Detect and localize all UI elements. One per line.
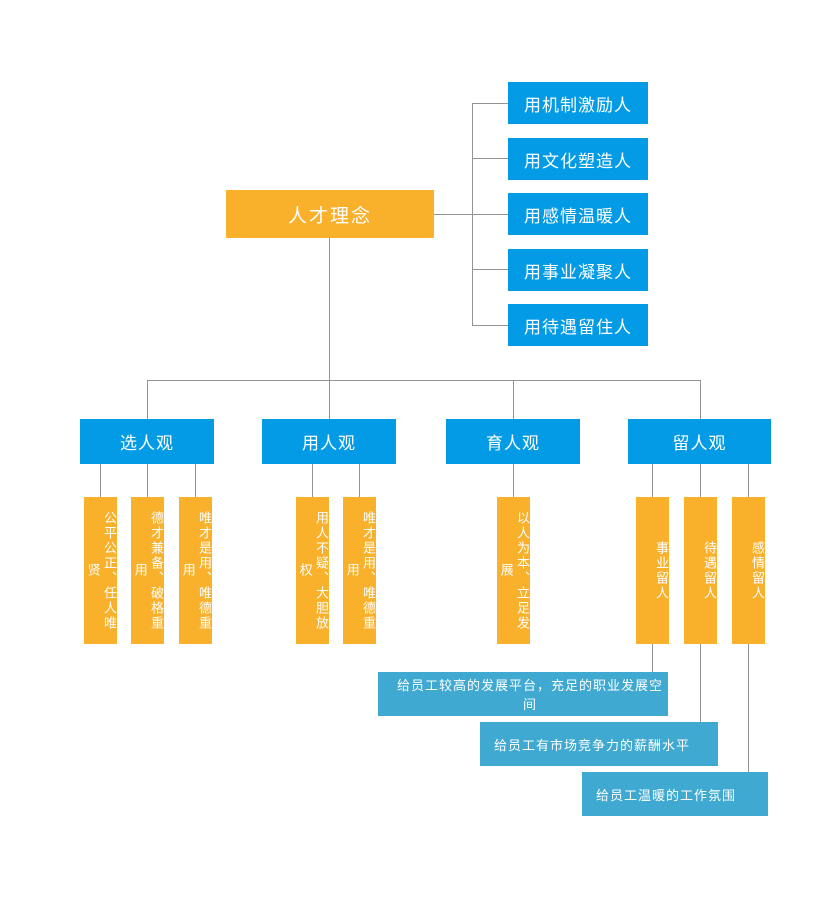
item-node-yuren-1[interactable]: 以人为本、立足发展 [497, 497, 530, 644]
edge-trunk-to-principle-1 [472, 103, 508, 104]
root-node-talent-philosophy[interactable]: 人才理念 [226, 190, 434, 238]
edge-cat1-item1 [100, 464, 101, 497]
principle-node-1[interactable]: 用机制激励人 [508, 82, 648, 124]
principle-node-2[interactable]: 用文化塑造人 [508, 138, 648, 180]
category-node-xuanrenguan[interactable]: 选人观 [80, 419, 214, 464]
item-node-liuren-1[interactable]: 事业留人 [636, 497, 669, 644]
principle-label-3: 用感情温暖人 [524, 206, 632, 226]
item-node-xuanren-1[interactable]: 公平公正、任人唯贤 [84, 497, 117, 644]
item-node-yongren-1[interactable]: 用人不疑、大胆放权 [296, 497, 329, 644]
item-node-yongren-2[interactable]: 唯才是用、唯德重用 [343, 497, 376, 644]
edge-root-down [329, 238, 330, 380]
edge-category-bus [147, 380, 700, 381]
edge-cat4-item1 [652, 464, 653, 497]
edge-trunk-to-principle-2 [472, 158, 508, 159]
edge-cat2-item2 [359, 464, 360, 497]
edge-trunk-to-principle-3 [472, 214, 508, 215]
category-label-1: 选人观 [120, 434, 174, 453]
principle-node-4[interactable]: 用事业凝聚人 [508, 249, 648, 291]
principle-node-5[interactable]: 用待遇留住人 [508, 304, 648, 346]
edge-cat2-item1 [312, 464, 313, 497]
item-node-xuanren-3[interactable]: 唯才是用、唯德重用 [179, 497, 212, 644]
principle-label-4: 用事业凝聚人 [524, 262, 632, 282]
edge-trunk-to-principle-5 [472, 325, 508, 326]
category-label-3: 育人观 [486, 434, 540, 453]
category-node-liurenguan[interactable]: 留人观 [628, 419, 771, 464]
principle-label-2: 用文化塑造人 [524, 151, 632, 171]
principle-label-5: 用待遇留住人 [524, 317, 632, 337]
edge-item-to-callout-3 [748, 644, 749, 772]
category-node-yurenguan[interactable]: 育人观 [446, 419, 580, 464]
edge-bus-to-category-3 [513, 380, 514, 419]
callout-node-3[interactable]: 给员工温暖的工作氛围 [582, 772, 768, 816]
callout-label-3: 给员工温暖的工作氛围 [596, 787, 737, 803]
item-label-liuren-2: 待遇留人 [702, 540, 717, 601]
edge-bus-to-category-4 [700, 380, 701, 419]
edge-cat1-item3 [195, 464, 196, 497]
callout-node-1[interactable]: 给员工较高的发展平台，充足的职业发展空间 [378, 672, 668, 716]
edge-cat3-item1 [513, 464, 514, 497]
callout-label-2: 给员工有市场竞争力的薪酬水平 [494, 737, 691, 753]
item-label-yongren-2: 唯才是用、唯德重用 [344, 510, 376, 631]
edge-item-to-callout-1 [652, 644, 653, 672]
category-node-yongrenguan[interactable]: 用人观 [262, 419, 396, 464]
category-label-2: 用人观 [302, 434, 356, 453]
edge-root-to-trunk [434, 214, 472, 215]
item-node-liuren-3[interactable]: 感情留人 [732, 497, 765, 644]
edge-cat4-item2 [700, 464, 701, 497]
item-label-yuren-1: 以人为本、立足发展 [498, 510, 530, 631]
item-node-liuren-2[interactable]: 待遇留人 [684, 497, 717, 644]
callout-node-2[interactable]: 给员工有市场竞争力的薪酬水平 [480, 722, 718, 766]
item-label-liuren-3: 感情留人 [750, 540, 765, 601]
principle-node-3[interactable]: 用感情温暖人 [508, 193, 648, 235]
category-label-4: 留人观 [672, 434, 727, 453]
edge-trunk-to-principle-4 [472, 269, 508, 270]
edge-item-to-callout-2 [700, 644, 701, 722]
item-label-xuanren-1: 公平公正、任人唯贤 [85, 510, 117, 631]
edge-cat1-item2 [147, 464, 148, 497]
callout-label-1: 给员工较高的发展平台，充足的职业发展空间 [396, 678, 663, 712]
item-label-liuren-1: 事业留人 [654, 540, 669, 601]
item-label-xuanren-3: 唯才是用、唯德重用 [180, 510, 212, 631]
edge-bus-to-category-2 [329, 380, 330, 419]
root-node-label: 人才理念 [287, 205, 372, 227]
edge-bus-to-category-1 [147, 380, 148, 419]
item-label-xuanren-2: 德才兼备、破格重用 [132, 510, 164, 631]
edge-cat4-item3 [748, 464, 749, 497]
item-node-xuanren-2[interactable]: 德才兼备、破格重用 [131, 497, 164, 644]
principle-label-1: 用机制激励人 [524, 95, 632, 115]
item-label-yongren-1: 用人不疑、大胆放权 [297, 510, 329, 631]
